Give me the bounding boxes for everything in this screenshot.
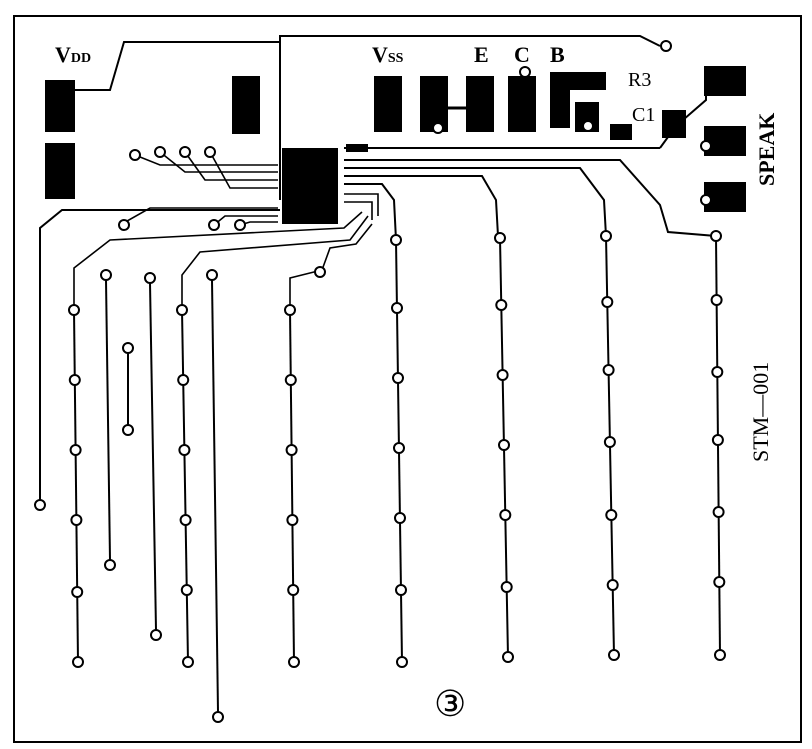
transistor-e-pad <box>466 76 494 132</box>
speak-label: SPEAK <box>754 113 779 186</box>
keypad-pad <box>68 304 80 316</box>
vss-pad-a <box>374 76 402 132</box>
c1-pad-a <box>610 124 632 140</box>
board-outline <box>13 15 802 743</box>
emitter-label: E <box>474 42 489 67</box>
base-label: B <box>550 42 565 67</box>
keypad-column-trace <box>73 309 79 663</box>
keypad-pad <box>68 374 81 386</box>
keypad-pad <box>177 374 190 386</box>
r3-label: R3 <box>628 69 651 91</box>
keypad-pad <box>285 444 298 456</box>
keypad-pad <box>178 444 191 456</box>
keypad-pad <box>72 656 84 668</box>
speak-pad-2 <box>704 126 746 156</box>
vss-label: VSS <box>372 42 404 67</box>
vdd-label: VDD <box>55 42 91 67</box>
keypad-pad <box>180 584 193 596</box>
keypad-pad <box>711 366 724 378</box>
keypad-pad <box>179 514 192 526</box>
keypad-pad <box>714 649 726 661</box>
keypad-pad <box>710 230 722 242</box>
vdd-pad-bottom <box>45 143 75 199</box>
keypad-pad <box>601 296 614 308</box>
keypad-pad <box>392 372 404 384</box>
keypad-pad <box>288 656 300 668</box>
collector-label: C <box>514 42 530 67</box>
c1-pad-b <box>662 110 686 138</box>
keypad-pad <box>287 584 300 596</box>
power-traces <box>39 35 717 505</box>
keypad-pad <box>495 299 508 311</box>
keypad-pad <box>284 304 296 316</box>
copper-pads <box>45 66 746 224</box>
pad-left-block <box>232 76 260 134</box>
keypad-pad <box>286 514 299 526</box>
transistor-b-pad <box>550 72 606 128</box>
keypad-pad <box>711 434 724 446</box>
keypad-pad <box>69 444 82 456</box>
keypad-pad <box>393 442 405 454</box>
board-id-label: STM—001 <box>748 362 773 462</box>
keypad-pad <box>608 649 620 661</box>
ic-chip <box>282 148 338 224</box>
keypad-pad <box>390 234 402 246</box>
keypad-pad <box>712 506 725 518</box>
vss-bridge <box>346 144 368 152</box>
keypad-pad <box>499 509 512 521</box>
keypad-pad <box>71 586 84 598</box>
keypad-pad <box>396 656 408 668</box>
transistor-c-pad <box>508 76 536 132</box>
keypad-pad <box>394 512 406 524</box>
keypad-pad <box>395 584 407 596</box>
c1-label: C1 <box>632 104 655 126</box>
keypad-pad <box>605 509 618 521</box>
keypad-pad <box>710 294 723 306</box>
keypad-pad <box>500 581 513 593</box>
keypad-pad <box>502 651 514 663</box>
keypad-pad <box>182 656 194 668</box>
figure-number: ③ <box>434 684 466 724</box>
vss-pad-b <box>420 76 448 132</box>
keypad-pad <box>498 439 510 451</box>
keypad-pad <box>496 369 509 381</box>
keypad-pad <box>176 304 188 316</box>
keypad-matrix <box>68 230 726 668</box>
keypad-pad <box>713 576 726 588</box>
speak-pad-1 <box>704 66 746 96</box>
keypad-pad <box>606 579 619 591</box>
keypad-pad <box>603 436 616 448</box>
keypad-column-trace <box>181 309 189 663</box>
keypad-pad <box>70 514 83 526</box>
keypad-pad <box>600 230 612 242</box>
jumper-traces <box>105 279 219 713</box>
keypad-pad <box>602 364 615 376</box>
keypad-pad <box>494 232 506 244</box>
keypad-pad <box>391 302 403 314</box>
vdd-pad-top <box>45 80 75 132</box>
keypad-column-trace <box>289 309 295 663</box>
keypad-pad <box>284 374 297 386</box>
